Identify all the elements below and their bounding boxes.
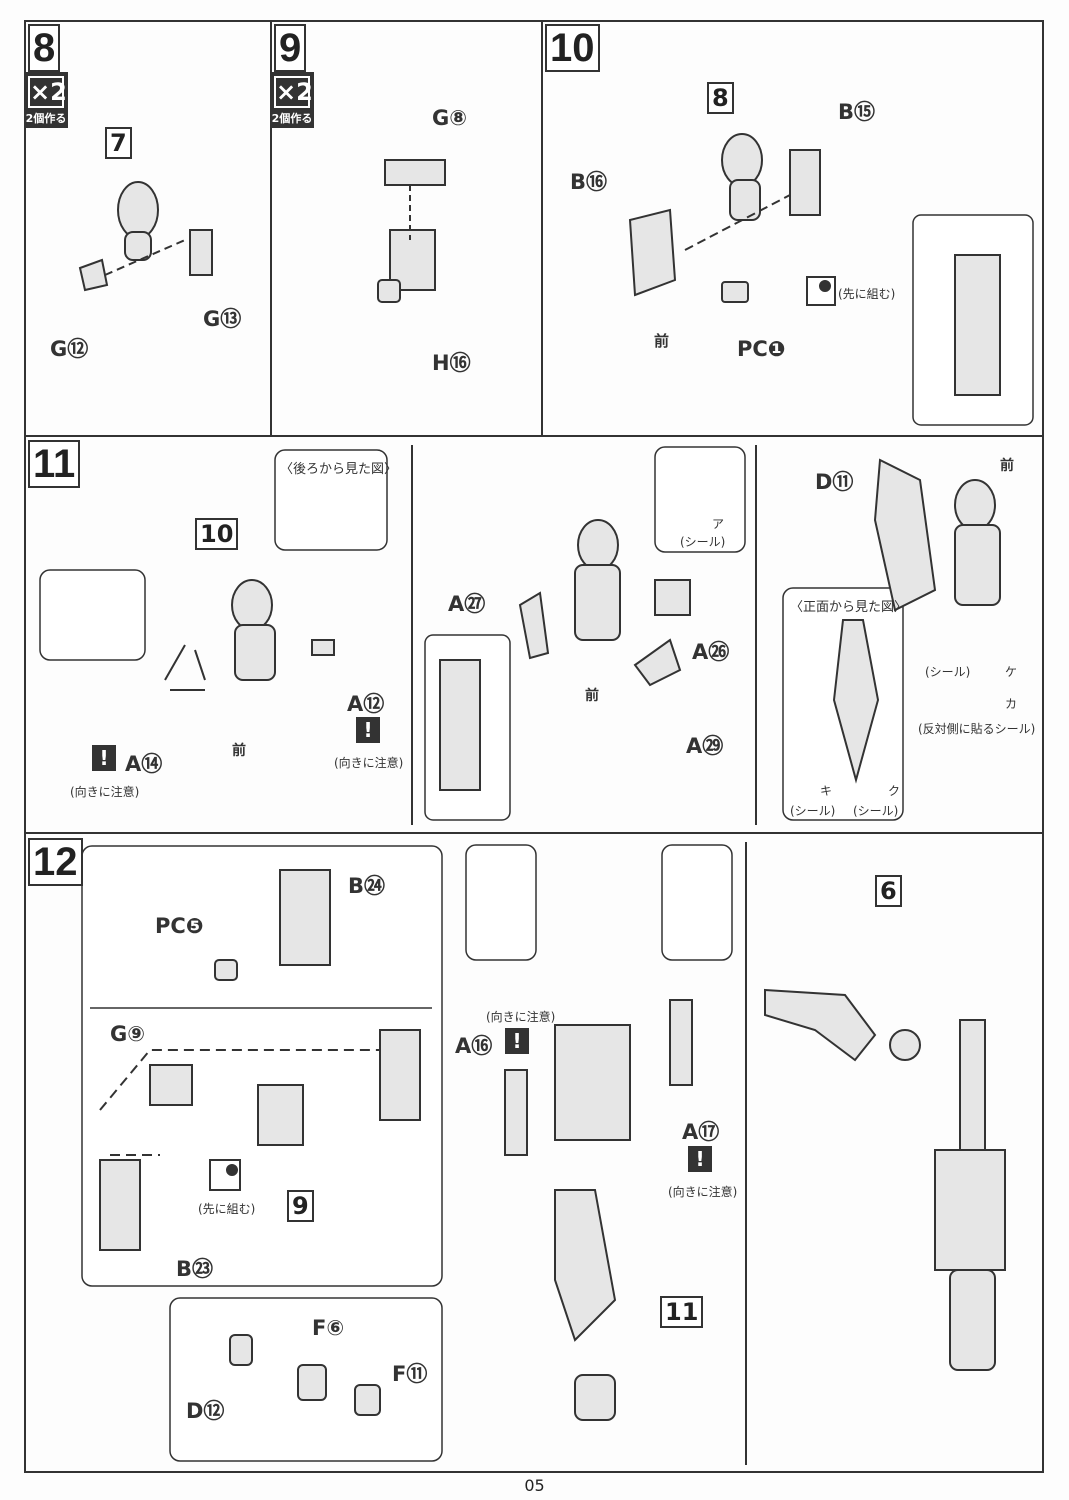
part-label: PC❺ — [155, 914, 204, 938]
multiplier-badge: ×2 2個作る — [270, 72, 314, 128]
seal-letter: ア — [712, 517, 725, 531]
ref-8: 8 — [707, 82, 734, 114]
part-label: B㉓ — [176, 1257, 214, 1281]
seal-note: (シール) — [853, 804, 899, 818]
step-8-number: 8 — [28, 24, 61, 72]
pre-assemble-note: (先に組む) — [198, 1202, 256, 1216]
seal-letter: カ — [1005, 697, 1018, 711]
part-label: D⑪ — [815, 470, 854, 494]
part-label: H⑯ — [432, 351, 471, 375]
back-view-label: 〈後ろから見た図〉 — [280, 462, 398, 477]
part-label: B⑮ — [838, 100, 876, 124]
step-9-number: 9 — [274, 24, 307, 72]
warning-icon: ! — [92, 745, 116, 771]
part-label: G⑬ — [203, 307, 242, 331]
ref-9: 9 — [287, 1190, 314, 1222]
front-indicator: 前 — [654, 332, 670, 350]
front-indicator: 前 — [585, 688, 599, 704]
seal-note: (シール) — [925, 665, 971, 679]
multiplier: ×2 — [274, 76, 313, 108]
part-label: A㉗ — [448, 592, 486, 616]
make-note: 2個作る — [271, 112, 313, 125]
orientation-note: (向きに注意) — [668, 1185, 738, 1199]
part-label: G⑫ — [50, 337, 89, 361]
orientation-note: (向きに注意) — [486, 1010, 556, 1024]
ref-11: 11 — [660, 1296, 704, 1328]
multiplier: ×2 — [28, 76, 67, 108]
multiplier-badge: ×2 2個作る — [24, 72, 68, 128]
part-label: A⑭ — [125, 752, 163, 776]
part-label: A⑫ — [347, 692, 385, 716]
pre-assemble-note: (先に組む) — [838, 287, 896, 301]
part-label: D⑫ — [186, 1399, 225, 1423]
part-label: F⑪ — [392, 1362, 428, 1386]
step-12-number: 12 — [28, 838, 83, 886]
part-label: A㉙ — [686, 734, 724, 758]
part-label: A⑰ — [682, 1120, 720, 1144]
front-view-label: 〈正面から見た図〉 — [790, 600, 908, 615]
part-label: G⑨ — [110, 1022, 146, 1046]
seal-letter: キ — [820, 784, 833, 798]
step-11-number: 11 — [28, 440, 81, 488]
orientation-note: (向きに注意) — [334, 756, 404, 770]
front-indicator: 前 — [232, 743, 246, 759]
page-number: 05 — [524, 1476, 545, 1495]
warning-icon: ! — [356, 717, 380, 743]
ref-6: 6 — [875, 875, 902, 907]
make-note: 2個作る — [25, 112, 67, 125]
opposite-seal-note: (反対側に貼るシール) — [918, 722, 1036, 736]
seal-note: (シール) — [790, 804, 836, 818]
warning-icon: ! — [688, 1146, 712, 1172]
part-label: B⑯ — [570, 170, 608, 194]
ref-7: 7 — [105, 127, 132, 159]
part-label: G⑧ — [432, 106, 468, 130]
warning-icon: ! — [505, 1028, 529, 1054]
orientation-note: (向きに注意) — [70, 785, 140, 799]
part-label: F⑥ — [312, 1316, 345, 1340]
ref-10: 10 — [195, 518, 239, 550]
part-label: A㉖ — [692, 640, 730, 664]
seal-letter: ケ — [1005, 665, 1018, 679]
seal-note: (シール) — [680, 535, 726, 549]
seal-letter: ク — [888, 784, 901, 798]
part-label: B㉔ — [348, 874, 386, 898]
step-11-panel — [24, 435, 1044, 834]
part-label: PC❶ — [737, 337, 786, 361]
front-indicator: 前 — [1000, 458, 1014, 474]
part-label: A⑯ — [455, 1034, 493, 1058]
step-10-number: 10 — [545, 24, 600, 72]
